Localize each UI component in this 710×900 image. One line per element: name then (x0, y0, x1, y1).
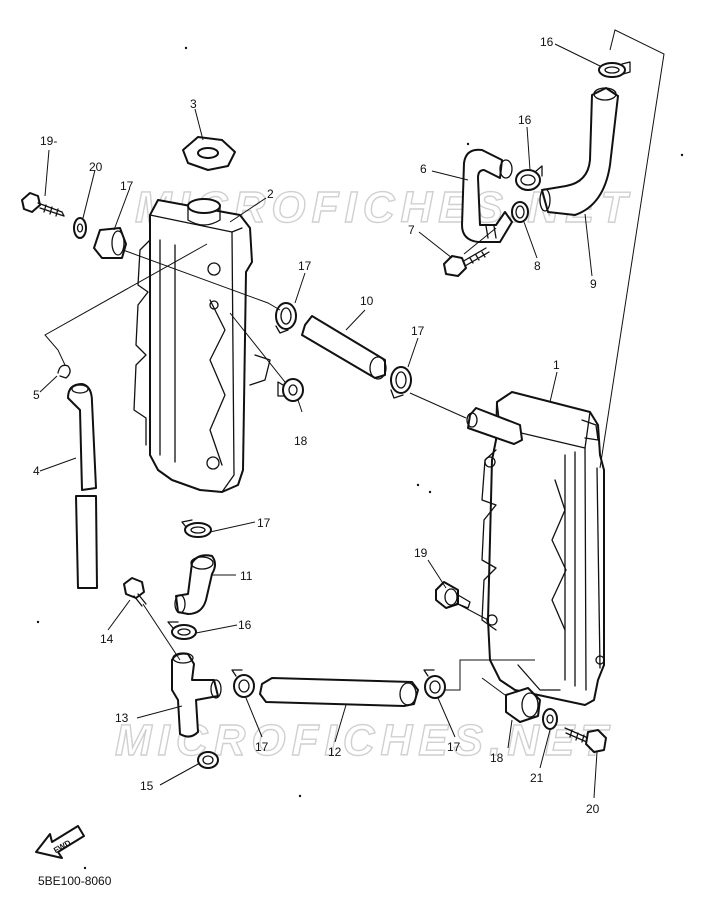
clamp-16-lower (167, 621, 197, 640)
joint-13 (171, 652, 222, 738)
bolt-lower-right (564, 727, 607, 753)
callout-18-lower: 18 (490, 751, 504, 765)
callout-18-upper: 17 (120, 179, 134, 193)
callout-12: 12 (328, 745, 342, 759)
callout-8: 8 (534, 259, 541, 273)
right-radiator (466, 391, 605, 706)
callout-11: 11 (240, 569, 253, 583)
callout-20-upper: 19- (40, 134, 57, 148)
clamp-mid (390, 366, 412, 399)
hose-11 (174, 554, 216, 615)
callout-10: 10 (360, 294, 374, 308)
clamp-16-top (598, 61, 631, 78)
collar-upper (277, 378, 304, 402)
hose-12 (259, 677, 419, 707)
callout-14: 14 (100, 632, 114, 646)
radiator-cap (182, 136, 236, 171)
callout-17-bottom-left: 17 (255, 740, 269, 754)
callout-9: 9 (590, 277, 597, 291)
callout-1: 1 (553, 358, 560, 372)
callout-17-upper: 17 (298, 259, 312, 273)
callouts: 1 2 3 4 5 6 7 8 9 10 11 12 13 14 15 16 1… (33, 35, 600, 816)
stray-marks (36, 46, 684, 870)
left-radiator (133, 198, 271, 493)
callout-4: 4 (33, 464, 40, 478)
hose-10 (301, 315, 387, 380)
fwd-arrow: FWD (35, 825, 85, 859)
callout-21-lower: 21 (530, 771, 544, 785)
clamp-16-middle (515, 165, 543, 191)
diagram-code: 5BE100-8060 (38, 874, 112, 888)
callout-3: 3 (190, 97, 197, 111)
callout-17-lower-left: 17 (257, 516, 271, 530)
damper-lower-right (505, 687, 541, 723)
collar-right (435, 581, 471, 609)
bolt-14 (123, 577, 147, 607)
clip-5 (57, 364, 71, 379)
callout-17-mid: 17 (411, 324, 425, 338)
callout-15: 15 (140, 779, 154, 793)
clamp-bottom-left (231, 669, 255, 698)
clamp-bottom-right (423, 669, 446, 699)
clamp-upper-left (275, 302, 297, 334)
callout-19-right: 19 (414, 546, 428, 560)
callout-16-middle: 16 (518, 113, 532, 127)
damper-upper-left (93, 227, 127, 259)
hose-9 (539, 87, 619, 216)
callout-13: 13 (115, 711, 129, 725)
callout-16-lower: 16 (238, 618, 252, 632)
callout-17-bottom-right: 17 (447, 740, 461, 754)
callout-2: 2 (267, 187, 274, 201)
o-ring-15 (197, 751, 219, 769)
hose-4 (67, 383, 98, 589)
callout-7: 7 (408, 223, 415, 237)
bolt-upper-left (21, 192, 65, 217)
callout-16-top: 16 (540, 35, 554, 49)
callout-21-upper: 20 (89, 160, 103, 174)
pipe-6 (461, 148, 513, 243)
washer-upper-left (73, 217, 87, 239)
callout-20-lower: 20 (586, 802, 600, 816)
callout-6: 6 (420, 162, 427, 176)
clamp-lower-left (181, 519, 212, 538)
callout-5: 5 (33, 388, 40, 402)
callout-19-upper: 18 (294, 434, 308, 448)
washer-lower-right (542, 708, 558, 730)
bolt-7 (443, 247, 490, 277)
leader-lines (39, 29, 665, 799)
o-ring (511, 201, 529, 223)
